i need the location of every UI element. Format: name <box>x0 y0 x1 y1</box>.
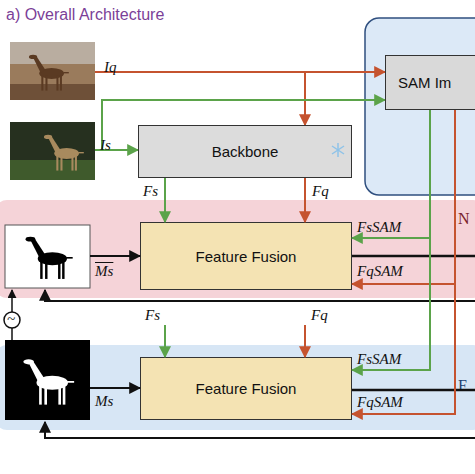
math-label: ~ <box>7 312 15 327</box>
giraffe-shape <box>26 237 73 279</box>
edge-label: FsSAM <box>357 352 401 367</box>
edge-label: Fs <box>143 184 158 199</box>
fusion-box: Feature Fusion <box>140 357 352 420</box>
photo-grass <box>10 160 95 180</box>
edge-label: FsSAM <box>357 220 401 235</box>
edge-label: FqSAM <box>357 395 403 410</box>
photo-sky <box>10 42 95 64</box>
math-label: Fs <box>145 308 160 323</box>
sam-container <box>365 18 475 195</box>
math-label: Is <box>100 138 111 153</box>
invert-symbol <box>4 312 20 328</box>
giraffe-shape <box>23 359 74 405</box>
photo-ground <box>10 84 95 100</box>
query-wire <box>95 71 385 73</box>
output-wire <box>352 389 475 392</box>
math-label: Fq <box>311 308 328 323</box>
encoder-box: SAM Im <box>385 55 475 110</box>
output-wire <box>352 255 475 258</box>
math-label: Iq <box>104 60 117 75</box>
query-wire <box>304 325 306 357</box>
edge-label: FqSAM <box>357 264 403 279</box>
mask-bg <box>5 225 90 288</box>
giraffe-shape <box>29 55 69 91</box>
node-text: N <box>458 210 470 228</box>
invert-wire <box>11 290 13 312</box>
node-text: SAM Im <box>398 74 451 91</box>
edge-label: Fq <box>312 184 329 199</box>
mask <box>5 340 90 420</box>
backbone-box: Backbone <box>138 125 352 178</box>
giraffe-shape <box>44 135 84 171</box>
invert-wire <box>11 328 13 340</box>
support-wire <box>164 325 166 357</box>
query-photo <box>10 42 95 100</box>
node-text: Feature Fusion <box>196 380 297 397</box>
mask-wire <box>90 255 140 257</box>
node-text: F <box>458 377 467 395</box>
query-wire <box>304 72 306 125</box>
photo-bg <box>10 122 95 180</box>
mask-wire <box>90 387 140 389</box>
node-text: Feature Fusion <box>196 248 297 265</box>
math-label: Ms <box>95 394 113 409</box>
mask-inverse <box>5 225 90 288</box>
figure-title: a) Overall Architecture <box>6 6 164 24</box>
fusion-box: Feature Fusion <box>140 222 352 290</box>
mask-bg <box>5 340 90 420</box>
support-photo <box>10 122 95 180</box>
node-text: Backbone <box>212 143 279 160</box>
photo-bg <box>10 42 95 100</box>
math-label: Ms <box>95 264 113 279</box>
